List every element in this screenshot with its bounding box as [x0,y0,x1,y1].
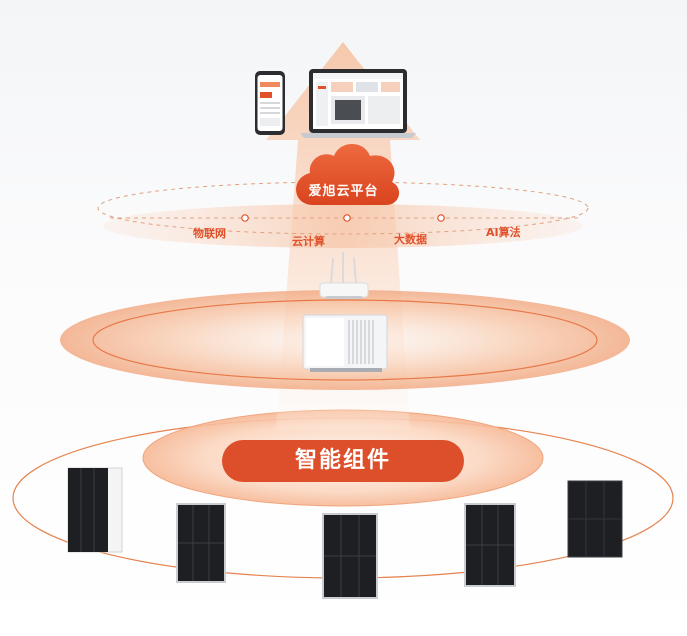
node-dot-1 [241,214,249,222]
ring-label-iot: 物联网 [193,227,226,240]
cloud-platform-label: 爱旭云平台 [308,184,379,199]
node-dot-3 [437,214,445,222]
node-dot-2 [343,214,351,222]
cloud-icon [296,144,400,205]
ring-label-ai-algorithm: AI算法 [486,226,521,239]
solar-panel-1 [67,467,123,553]
solar-panel-3 [322,513,378,599]
upper-band [103,204,583,248]
ring-label-cloud-computing: 云计算 [292,235,325,248]
smart-module-label: 智能组件 [294,448,391,473]
solar-panel-2 [176,503,226,583]
phone-icon [255,71,285,135]
inverter-icon [302,314,388,372]
core-pill [222,440,464,482]
ring-label-big-data: 大数据 [394,233,427,246]
middle-ring [92,299,598,381]
solar-panel-5 [567,480,623,558]
router-icon [319,252,369,299]
laptop-icon [300,69,416,138]
solar-panel-4 [464,503,516,587]
solar-panel-icon [67,467,623,599]
